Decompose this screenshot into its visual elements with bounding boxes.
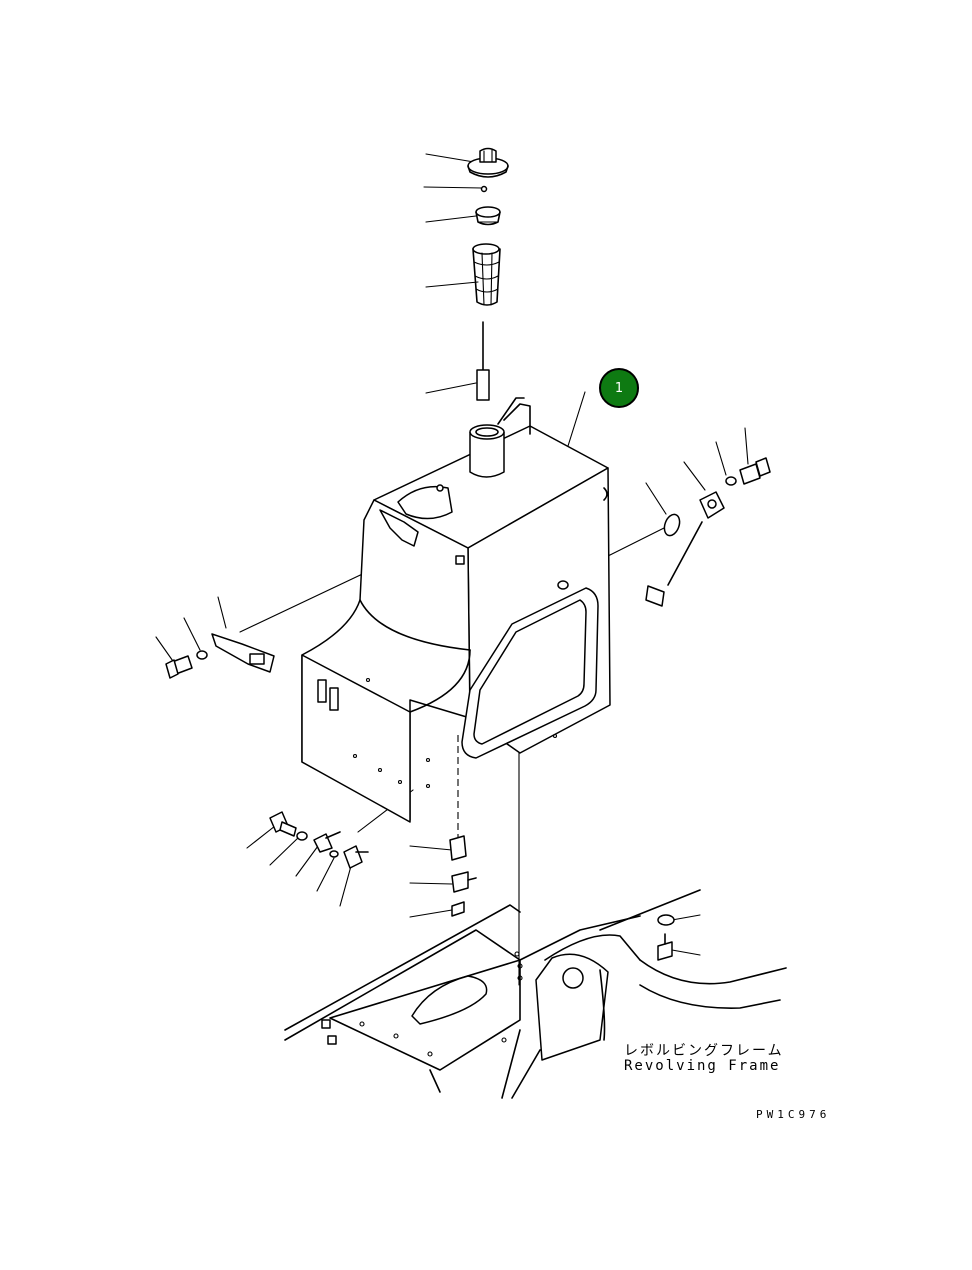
strainer-icon — [472, 243, 501, 306]
callout-marker[interactable]: 1 — [599, 368, 639, 408]
clamp-icon — [475, 206, 501, 226]
washer-icon — [657, 914, 675, 926]
fuel-cap-icon — [467, 147, 509, 178]
sensor-icon — [645, 491, 725, 607]
drawing-code: PW1C976 — [756, 1108, 831, 1121]
bolt-icon — [739, 457, 771, 485]
bolt-icon — [657, 933, 673, 961]
washer-icon — [296, 831, 308, 841]
frame-bolts — [657, 914, 675, 961]
bolt-icon — [165, 655, 193, 679]
leader-lines — [155, 153, 749, 956]
washer-icon — [725, 476, 737, 486]
frame-label-english: Revolving Frame — [624, 1058, 781, 1074]
level-gauge-icon — [476, 321, 490, 401]
bolt-icon — [269, 811, 297, 837]
tank-body — [301, 397, 611, 823]
fittings-group — [269, 811, 477, 917]
pin-icon — [480, 185, 488, 193]
washer-icon — [196, 650, 208, 660]
revolving-frame — [284, 889, 787, 1099]
level-sensor-group — [645, 457, 771, 607]
left-bracket-group — [165, 633, 275, 679]
frame-label-japanese: レボルビングフレーム — [624, 1043, 784, 1059]
washer-icon — [329, 850, 339, 858]
